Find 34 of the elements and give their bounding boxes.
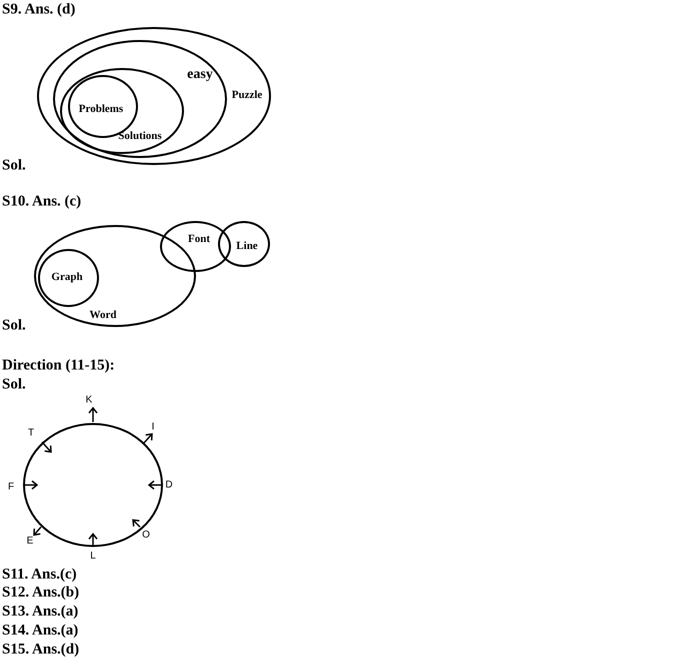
- answer-line: S12. Ans.(b): [2, 584, 80, 602]
- set-label: Problems: [78, 103, 124, 115]
- person-letter: I: [152, 422, 154, 432]
- venn-ellipse: [37, 27, 271, 165]
- answer-heading: S10. Ans. (c): [2, 194, 82, 210]
- answer-line: S13. Ans.(a): [2, 604, 78, 620]
- set-label: Puzzle: [232, 89, 262, 101]
- person-letter: E: [26, 536, 34, 546]
- set-label: Solutions: [118, 130, 162, 142]
- set-label: Graph: [51, 271, 83, 283]
- set-label: easy: [187, 67, 213, 83]
- person-letter: K: [86, 394, 92, 406]
- venn-ellipse: [38, 249, 99, 307]
- venn-ellipse: [53, 40, 227, 158]
- venn-ellipse: [218, 221, 270, 267]
- direction-heading: Direction (11-15):: [2, 358, 115, 374]
- solution-heading: Sol.: [2, 376, 26, 394]
- answer-line: S15. Ans.(d): [2, 642, 80, 658]
- person-letter: T: [28, 428, 34, 438]
- venn-ellipse: [60, 68, 184, 154]
- person-letter: L: [90, 550, 96, 562]
- venn-ellipse: [160, 221, 231, 272]
- answer-line: S14. Ans.(a): [2, 622, 78, 640]
- solution-heading: Sol.: [2, 318, 26, 334]
- set-label: Word: [90, 309, 116, 321]
- person-letter: D: [165, 480, 173, 490]
- answer-line: S11. Ans.(c): [2, 566, 77, 584]
- answer-heading: S9. Ans. (d): [2, 2, 76, 18]
- set-label: Font: [188, 233, 210, 245]
- solution-heading: Sol.: [2, 158, 26, 174]
- person-letter: O: [142, 530, 150, 540]
- set-label: Line: [236, 240, 258, 252]
- seating-circle: [23, 423, 163, 547]
- person-letter: F: [8, 482, 14, 492]
